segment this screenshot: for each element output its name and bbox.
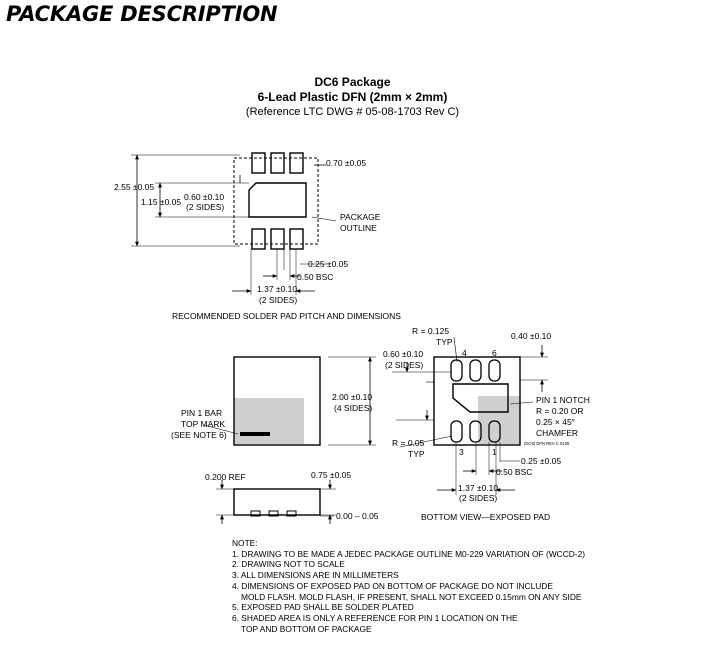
dim-pad-length: 0.60 ±0.10	[383, 349, 423, 359]
package-outline-label: OUTLINE	[340, 223, 377, 233]
pin-number-3: 3	[459, 447, 464, 457]
note-line: 4. DIMENSIONS OF EXPOSED PAD ON BOTTOM O…	[232, 580, 553, 591]
note-line: MOLD FLASH. MOLD FLASH, IF PRESENT, SHAL…	[241, 591, 582, 602]
pin1-bar	[240, 432, 270, 436]
dim-pad-length: 0.60 ±0.10	[184, 192, 224, 202]
note-line: 2. DRAWING NOT TO SCALE	[232, 559, 345, 570]
package-body	[233, 356, 321, 446]
lead	[286, 510, 297, 517]
dim-pitch-width: 0.25 ±0.05	[308, 259, 348, 269]
pin1-shaded-area	[478, 396, 520, 444]
dim-ref: 0.200 REF	[205, 472, 246, 482]
drawing-code: (DC6) DFN REV C 0105	[524, 441, 570, 446]
pin-number-1: 1	[492, 447, 497, 457]
pin1-notch-label: CHAMFER	[536, 428, 578, 438]
recommended-footprint	[131, 152, 337, 295]
bottom-pad	[488, 420, 501, 443]
solder-pad	[251, 228, 266, 250]
dim-standoff: 0.00 – 0.05	[336, 511, 379, 521]
lead	[250, 510, 261, 517]
bottom-pad	[469, 420, 482, 443]
dim-bottom-note: (2 SIDES)	[259, 295, 297, 305]
solder-pad	[289, 228, 304, 250]
dim-side: 2.00 ±0.10	[332, 392, 372, 402]
pin1-mark-label: PIN 1 BAR	[181, 408, 222, 418]
radius-typ: TYP	[408, 449, 425, 459]
bottom-view-caption: BOTTOM VIEW—EXPOSED PAD	[421, 512, 550, 522]
radius-typ: TYP	[436, 337, 453, 347]
notes: NOTE: 1. DRAWING TO BE MADE A JEDEC PACK…	[232, 538, 585, 634]
solder-pad	[289, 152, 304, 174]
package-reference: (Reference LTC DWG # 05-08-1703 Rev C)	[245, 106, 460, 118]
package-title: DC6 Package	[314, 75, 391, 89]
bottom-pad	[450, 420, 463, 443]
exposed-pad	[452, 383, 509, 413]
pin1-notch-label: 0.25 × 45°	[536, 417, 575, 427]
bottom-view	[392, 336, 548, 495]
package-bottom	[433, 356, 521, 446]
recommended-caption: RECOMMENDED SOLDER PAD PITCH AND DIMENSI…	[172, 311, 401, 321]
top-view	[203, 356, 376, 446]
dim-overall: 2.55 ±0.05	[114, 182, 154, 192]
dim-bsc: 0.50 BSC	[297, 272, 333, 282]
package-outline-label: PACKAGE	[340, 212, 381, 222]
package-subtitle: 6-Lead Plastic DFN (2mm × 2mm)	[257, 90, 448, 104]
note-line: 5. EXPOSED PAD SHALL BE SOLDER PLATED	[232, 602, 414, 613]
package-outline-dashed	[233, 157, 319, 245]
dim-side-note: (4 SIDES)	[334, 403, 372, 413]
dim-pad-width: 0.70 ±0.05	[326, 158, 366, 168]
pin-number-4: 4	[462, 348, 467, 358]
bottom-pad	[450, 359, 463, 382]
solder-pad	[270, 152, 285, 174]
pin1-shaded-area	[234, 398, 304, 444]
dim-height: 0.75 ±0.05	[311, 470, 351, 480]
dim-pad-length-note: (2 SIDES)	[385, 360, 423, 370]
dim-bottom-note: (2 SIDES)	[459, 493, 497, 503]
pin1-notch-label: R = 0.20 OR	[536, 406, 583, 416]
pin1-mark-label: TOP MARK	[181, 419, 225, 429]
bottom-pad	[488, 359, 501, 382]
dim-bottom: 1.37 ±0.10	[458, 483, 498, 493]
bottom-pad	[469, 359, 482, 382]
dim-lead-width: 0.25 ±0.05	[521, 456, 561, 466]
dim-pad-width: 0.40 ±0.10	[511, 331, 551, 341]
solder-pad	[270, 228, 285, 250]
dim-pad-length-note: (2 SIDES)	[186, 202, 224, 212]
radius-label: R = 0.05	[392, 438, 425, 448]
pin1-notch-label: PIN 1 NOTCH	[536, 395, 590, 405]
center-pad	[248, 182, 307, 218]
note-line: TOP AND BOTTOM OF PACKAGE	[241, 623, 372, 634]
note-line: NOTE:	[232, 538, 258, 548]
note-line: 6. SHADED AREA IS ONLY A REFERENCE FOR P…	[232, 612, 518, 623]
page-heading: PACKAGE DESCRIPTION	[6, 2, 278, 26]
pin1-mark-label: (SEE NOTE 6)	[171, 430, 227, 440]
dim-center-pad: 1.15 ±0.05	[141, 197, 181, 207]
note-line: 1. DRAWING TO BE MADE A JEDEC PACKAGE OU…	[232, 548, 586, 559]
pin-number-6: 6	[492, 348, 497, 358]
note-line: 3. ALL DIMENSIONS ARE IN MILLIMETERS	[232, 570, 399, 581]
package-side	[233, 488, 321, 516]
radius-label: R = 0.125	[412, 326, 449, 336]
side-view	[216, 480, 336, 524]
lead	[268, 510, 279, 517]
dim-bottom: 1.37 ±0.10	[257, 284, 297, 294]
solder-pad	[251, 152, 266, 174]
dim-bsc: 0.50 BSC	[496, 467, 532, 477]
